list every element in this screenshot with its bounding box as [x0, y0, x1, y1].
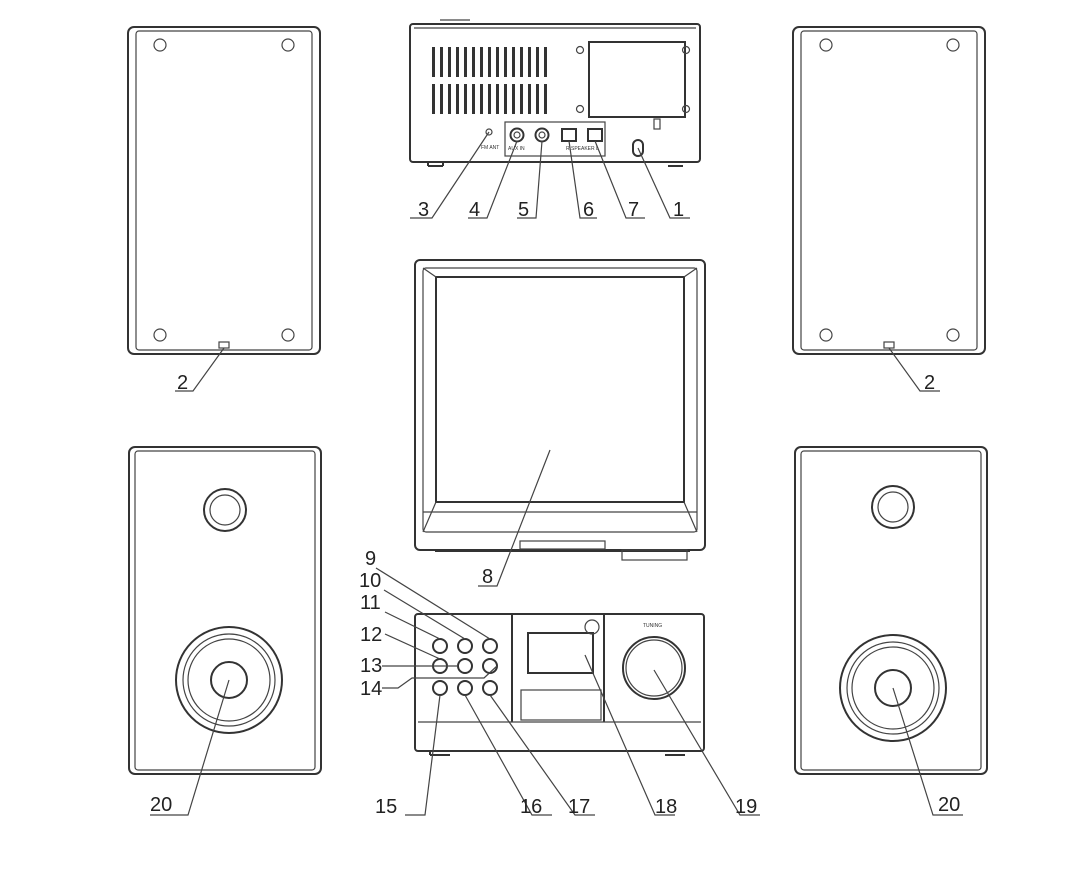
fm-ant-label: FM ANT	[481, 145, 499, 151]
callout-1: 1	[673, 199, 684, 221]
callout-12: 12	[360, 624, 382, 646]
headphone-jack	[534, 127, 550, 143]
callout-19: 19	[735, 796, 757, 818]
speaker-output-label: R SPEAKER L	[566, 146, 599, 152]
tuning-knob	[622, 636, 686, 700]
button-14	[482, 658, 498, 674]
right-tweeter	[871, 485, 915, 529]
callout-7: 7	[628, 199, 639, 221]
callout-2-left: 2	[177, 372, 188, 394]
callout-16: 16	[520, 796, 542, 818]
callout-numbers: 3 4 5 6 7 1 2 2 8 9 10 11 12 13 14 15 16…	[150, 199, 960, 818]
left-speaker-rear	[127, 26, 321, 355]
callout-9: 9	[365, 548, 376, 570]
button-16	[457, 680, 473, 696]
callout-2-right: 2	[924, 372, 935, 394]
button-11	[432, 638, 448, 654]
left-speaker-front	[128, 446, 322, 775]
callout-18: 18	[655, 796, 677, 818]
right-speaker-terminal	[883, 341, 895, 349]
right-woofer	[839, 634, 947, 742]
callout-4: 4	[469, 199, 480, 221]
right-speaker-rear	[792, 26, 986, 355]
right-speaker-front	[794, 446, 988, 775]
aux-in-label: AUX IN	[508, 146, 525, 152]
callout-15: 15	[375, 796, 397, 818]
lcd-display	[527, 632, 594, 674]
callout-14: 14	[360, 678, 382, 700]
callout-5: 5	[518, 199, 529, 221]
main-unit-rear: FM ANT AUX IN R SPEAKER L	[409, 19, 701, 167]
ir-sensor	[584, 619, 600, 635]
button-13	[457, 658, 473, 674]
top-lid	[435, 276, 685, 503]
callout-20-left: 20	[150, 794, 172, 816]
button-9	[482, 638, 498, 654]
right-speaker-output	[561, 128, 577, 142]
button-17	[482, 680, 498, 696]
left-speaker-output	[587, 128, 603, 142]
rear-access-panel	[588, 41, 686, 118]
callout-6: 6	[583, 199, 594, 221]
fm-antenna-jack	[485, 128, 493, 136]
callout-8: 8	[482, 566, 493, 588]
left-speaker-terminal	[218, 341, 230, 349]
callout-10: 10	[359, 570, 381, 592]
left-woofer	[175, 626, 283, 734]
callout-11: 11	[360, 592, 381, 614]
callout-13: 13	[360, 655, 382, 677]
power-cord-socket	[632, 139, 644, 157]
tuning-label: TUNING	[643, 623, 662, 629]
button-15	[432, 680, 448, 696]
leader-lines	[150, 131, 963, 816]
callout-3: 3	[418, 199, 429, 221]
button-10	[457, 638, 473, 654]
main-unit-top	[414, 259, 706, 561]
left-tweeter	[203, 488, 247, 532]
callout-20-right: 20	[938, 794, 960, 816]
aux-in-jack	[509, 127, 525, 143]
main-unit-front: TUNING	[414, 613, 705, 756]
callout-17: 17	[568, 796, 590, 818]
